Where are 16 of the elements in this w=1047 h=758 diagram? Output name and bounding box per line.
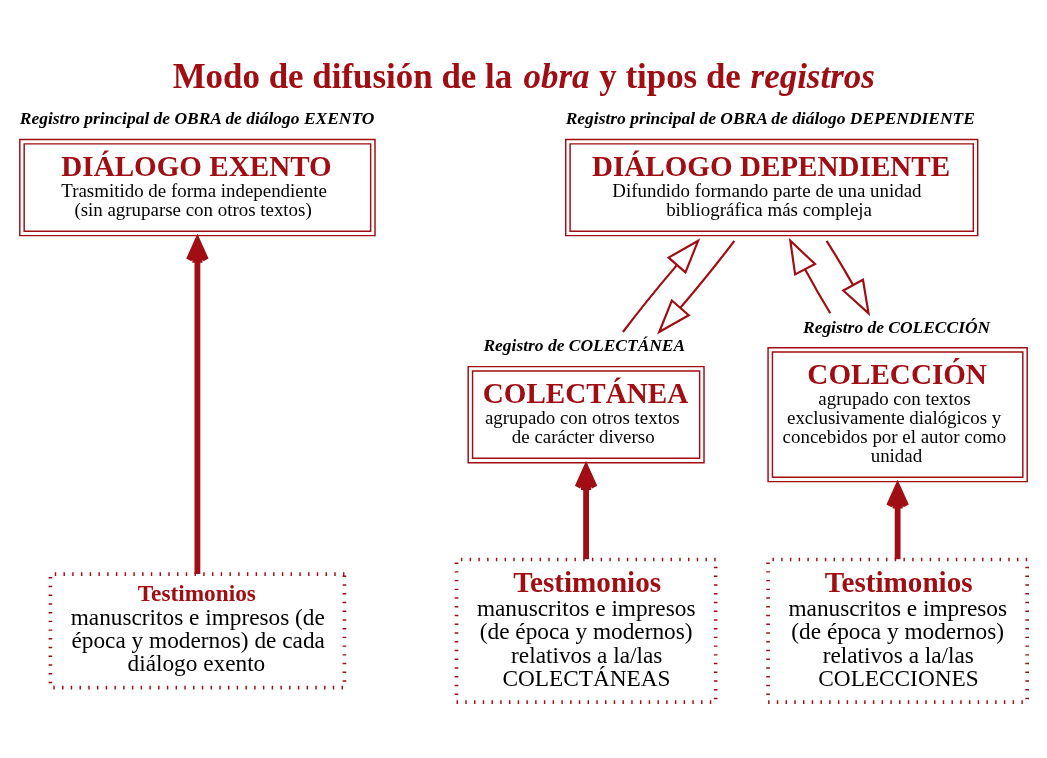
node-box: Testimonios manuscritos e impresos (de época y modernos) de cada diálogo exento <box>48 572 347 690</box>
node-box: COLECCIÓN agrupado con textos exclusivamente dialógicos y concebidos por el autor como unidad <box>767 346 1028 483</box>
arrow <box>622 238 701 333</box>
node-box: DIÁLOGO DEPENDIENTE Difundido formando parte de una unidad bibliográfica más compleja <box>565 138 979 237</box>
node-box: DIÁLOGO EXENTO Trasmitido de forma independiente (sin agruparse con otros textos) <box>19 138 376 237</box>
node-box: Testimonios manuscritos e impresos (de época y modernos) relativos a la/las COLECCIONES <box>766 557 1029 704</box>
diagram-title: Modo de difusión de la obra y tipos de registros <box>172 57 875 97</box>
node-label: Registro de COLECTÁNEA <box>483 335 686 356</box>
node-label: Registro principal de OBRA de diálogo EXENTO <box>19 108 375 129</box>
node-label: Registro de COLECCIÓN <box>803 316 991 337</box>
node-box: COLECTÁNEA agrupado con otros textos de carácter diverso <box>467 365 705 464</box>
node-label: Registro principal de OBRA de diálogo DEPENDIENTE <box>565 108 975 129</box>
arrow <box>825 240 871 317</box>
arrow <box>788 237 832 314</box>
arrow <box>657 240 736 335</box>
node-box: Testimonios manuscritos e impresos (de época y modernos) relativos a la/las COLECTÁNEAS <box>454 557 718 704</box>
